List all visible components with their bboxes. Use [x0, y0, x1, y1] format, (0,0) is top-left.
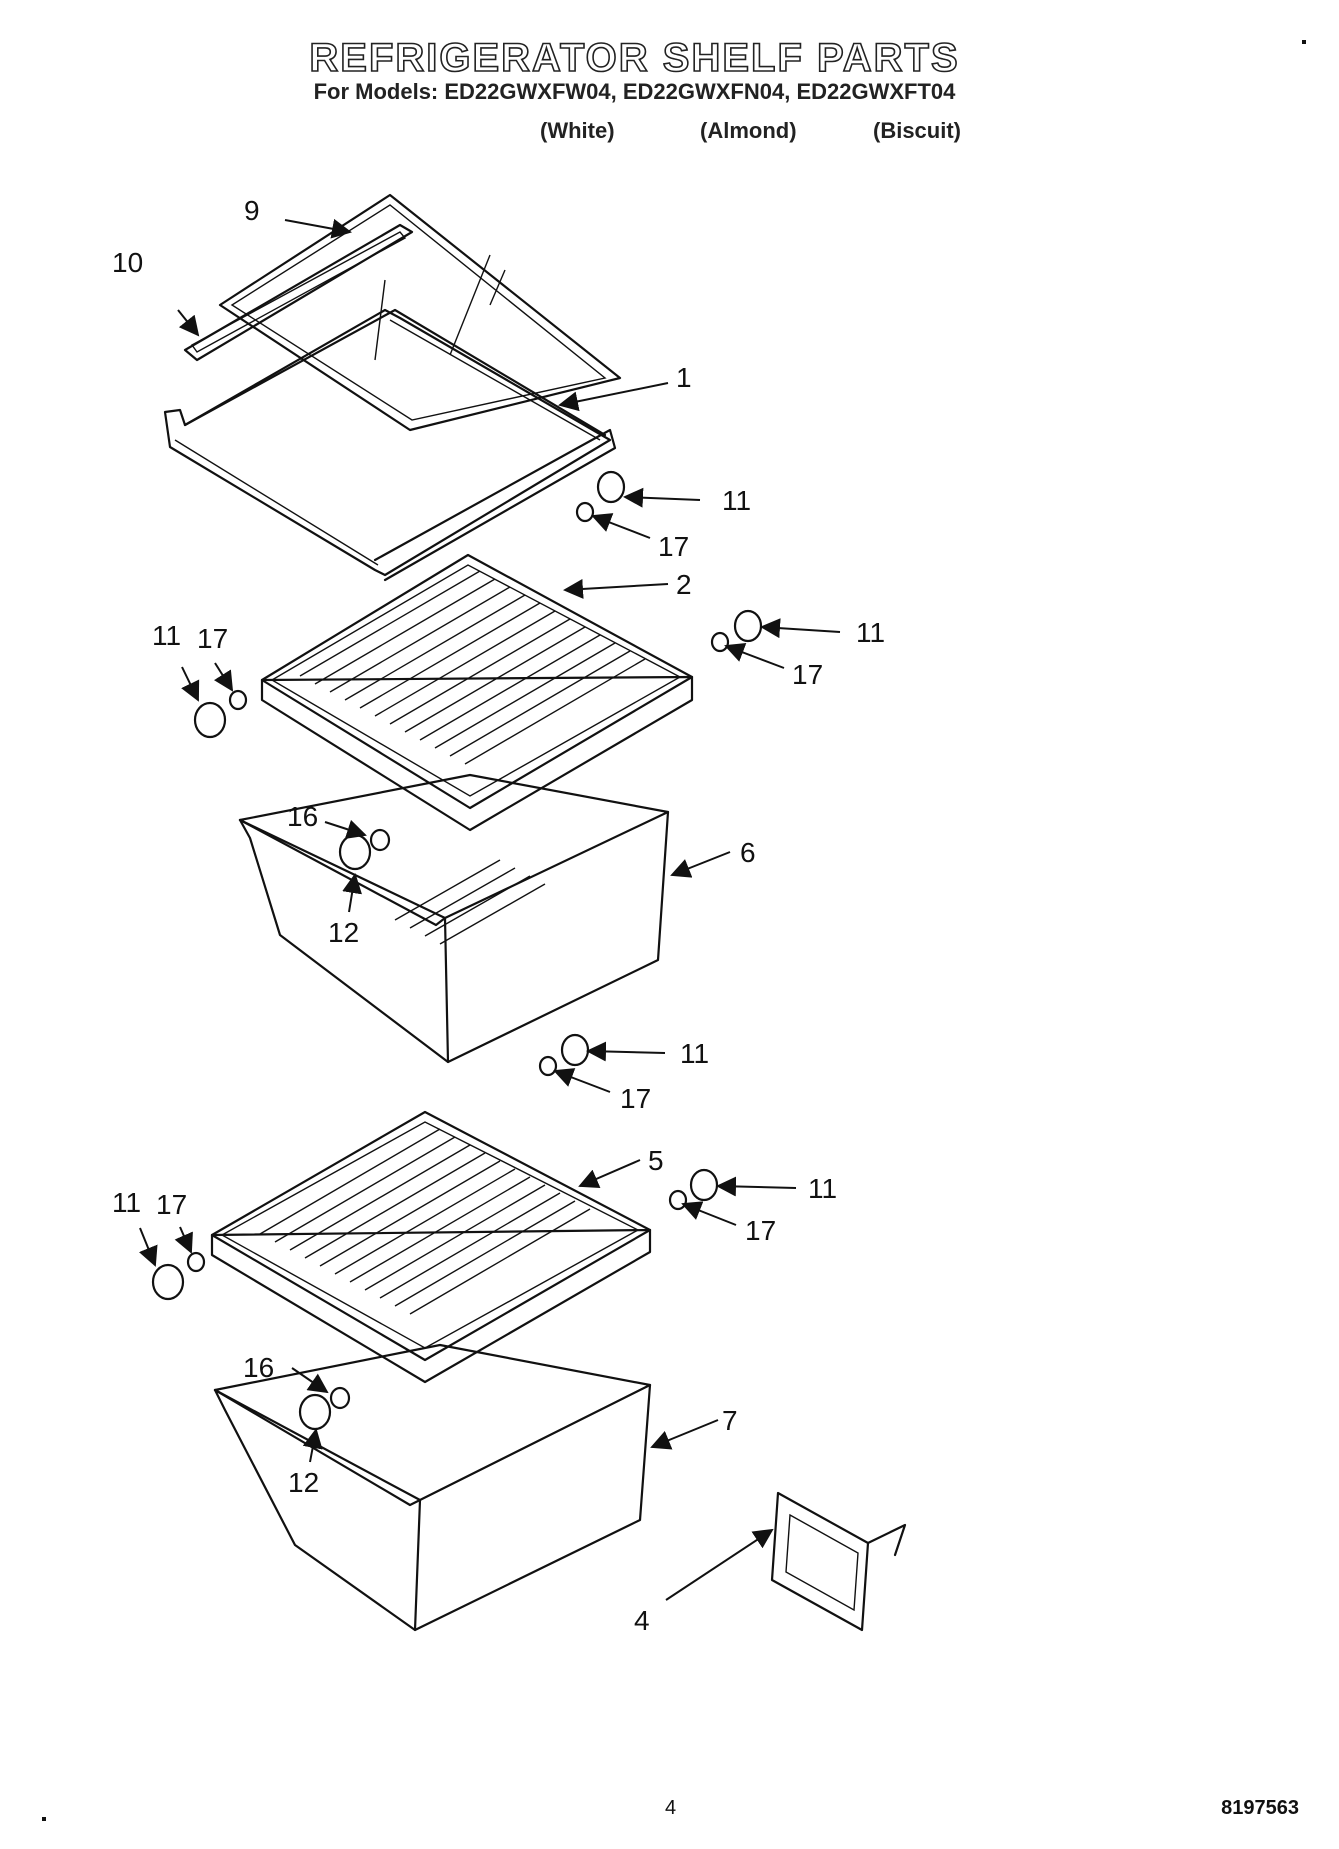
callout-11: 11 — [856, 617, 885, 648]
document-code: 8197563 — [1221, 1797, 1299, 1819]
hardware-parts — [151, 470, 763, 1431]
leader-lines — [138, 218, 841, 1601]
corner-dot — [1302, 40, 1306, 44]
callout-16: 16 — [243, 1352, 274, 1383]
shelf-trim-part-10 — [183, 223, 414, 362]
color-biscuit: (Biscuit) — [873, 118, 961, 143]
callout-2: 2 — [676, 569, 692, 600]
callout-11: 11 — [680, 1038, 709, 1069]
glass-shelf-part-9 — [218, 193, 622, 432]
color-almond: (Almond) — [700, 118, 797, 143]
callout-17: 17 — [658, 531, 689, 562]
callout-6: 6 — [740, 837, 756, 868]
page-title: REFRIGERATOR SHELF PARTS — [309, 35, 960, 81]
crisper-cover-part-5 — [210, 1110, 652, 1384]
callout-9: 9 — [244, 195, 260, 226]
page-number: 4 — [665, 1797, 677, 1819]
callout-1: 1 — [676, 362, 692, 393]
model-list: For Models: ED22GWXFW04, ED22GWXFN04, ED… — [313, 79, 956, 104]
diagram-header: REFRIGERATOR SHELF PARTS For Models: ED2… — [0, 35, 1339, 104]
placard-part-4 — [770, 1491, 907, 1632]
callout-10: 10 — [112, 247, 143, 278]
callout-12: 12 — [328, 917, 359, 948]
color-white: (White) — [540, 118, 615, 143]
corner-dot — [42, 1817, 46, 1821]
callout-17: 17 — [197, 623, 228, 654]
callout-17: 17 — [620, 1083, 651, 1114]
callout-17: 17 — [792, 659, 823, 690]
shelf-frame-part-1 — [163, 308, 617, 582]
callout-7: 7 — [722, 1405, 738, 1436]
callout-17: 17 — [745, 1215, 776, 1246]
callout-4: 4 — [634, 1605, 650, 1636]
crisper-cover-part-2 — [260, 553, 694, 832]
callout-labels: 9 10 1 11 17 2 11 17 11 17 16 12 6 11 17… — [112, 195, 885, 1636]
callout-12: 12 — [288, 1467, 319, 1498]
callout-11: 11 — [808, 1173, 837, 1204]
callout-11: 11 — [722, 485, 751, 516]
crisper-drawer-part-6 — [238, 773, 670, 1064]
callout-16: 16 — [287, 801, 318, 832]
callout-11: 11 — [112, 1187, 141, 1218]
crisper-drawer-part-7 — [213, 1343, 652, 1632]
callout-17: 17 — [156, 1189, 187, 1220]
callout-11: 11 — [152, 620, 181, 651]
callout-5: 5 — [648, 1145, 664, 1176]
